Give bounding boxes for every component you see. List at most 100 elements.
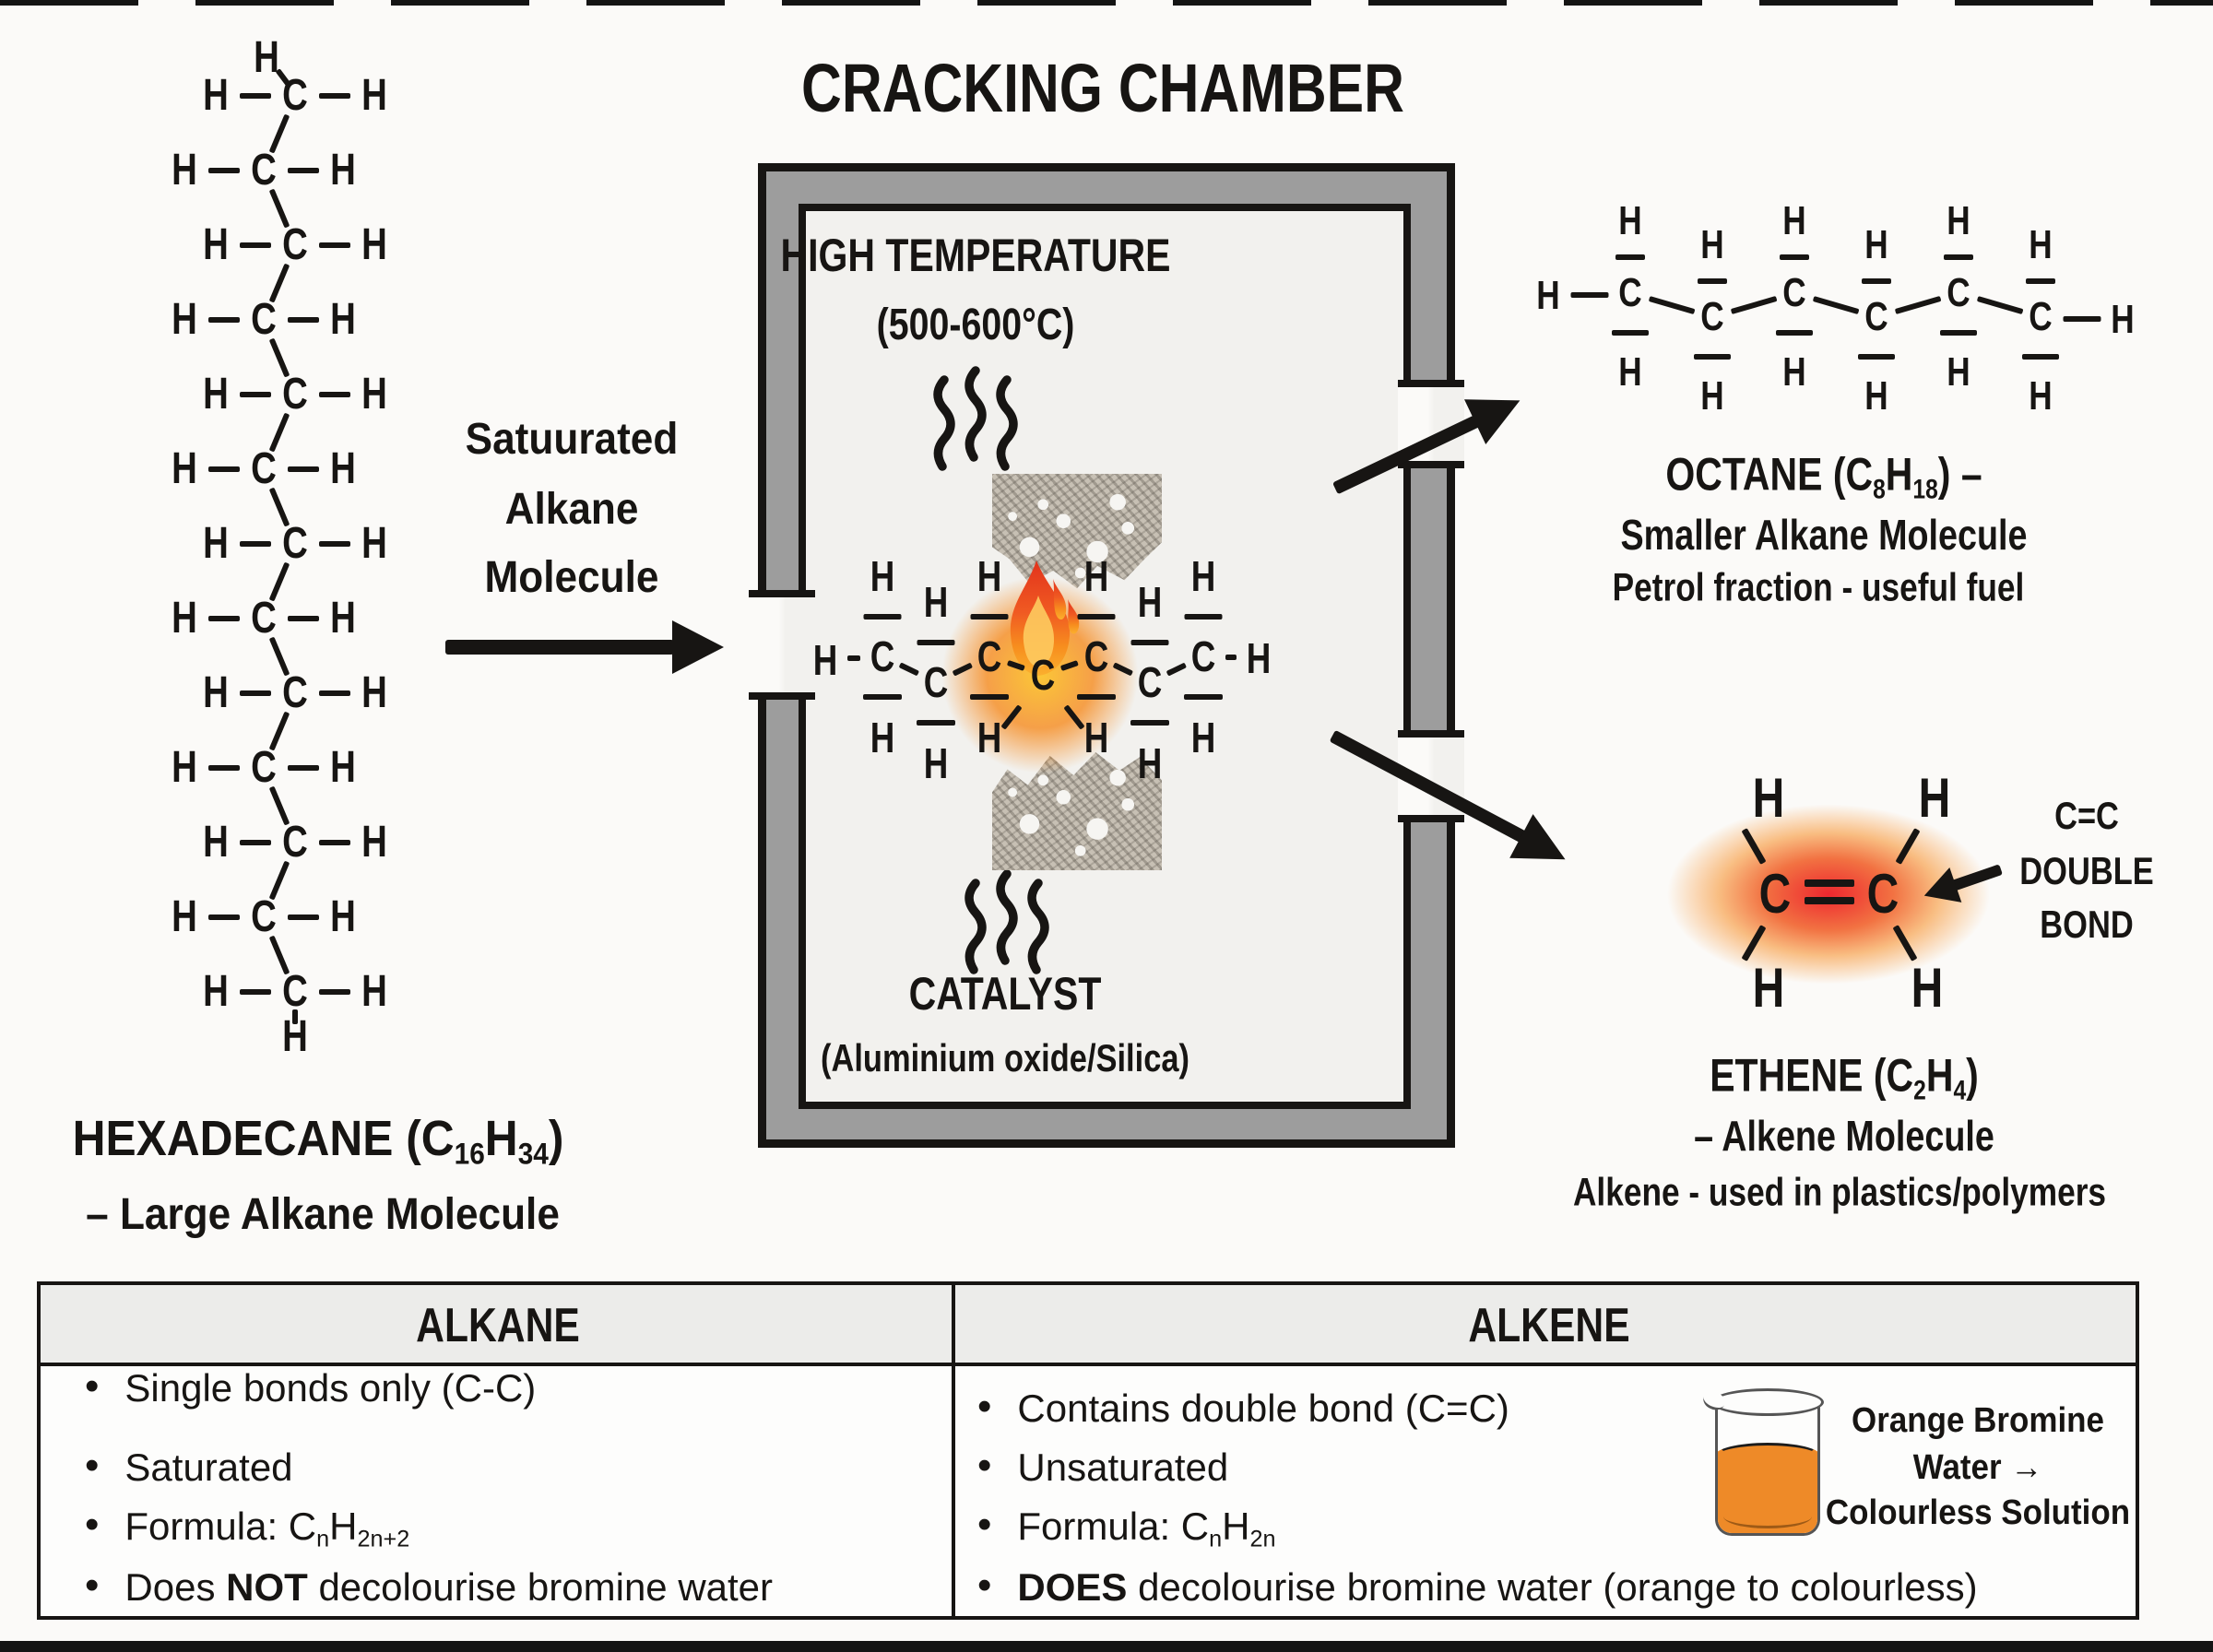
- atom-C: C: [1618, 270, 1642, 315]
- hexadecane-label: HEXADECANE (C16H34): [72, 1110, 564, 1171]
- catalyst-block-top: [992, 474, 1162, 589]
- bond: [1892, 925, 1918, 962]
- bond: [288, 466, 319, 472]
- atom-H: H: [812, 636, 838, 684]
- chamber-temp-range: (500-600°C): [876, 301, 1075, 349]
- alkane-bullet-4: •Does NOT decolourise bromine water: [85, 1563, 774, 1609]
- bond: [268, 412, 290, 452]
- atom-H: H: [1190, 714, 1216, 761]
- bond: [208, 317, 240, 323]
- atom-C: C: [251, 295, 277, 344]
- bond: [1570, 291, 1608, 298]
- bullet-icon: •: [85, 1443, 100, 1488]
- atom-H: H: [172, 295, 197, 344]
- bond: [1780, 254, 1809, 260]
- page-bottom-border: [0, 1641, 2213, 1652]
- atom-C: C: [2029, 294, 2053, 339]
- atom-H: H: [330, 295, 356, 344]
- bond: [240, 93, 271, 99]
- bond: [208, 168, 240, 173]
- comparison-table: ALKANE ALKENE •Single bonds only (C-C) •…: [37, 1281, 2139, 1620]
- bond: [288, 914, 319, 920]
- bond: [288, 168, 319, 173]
- atom-H: H: [203, 967, 229, 1016]
- chamber-catalyst-detail: (Aluminium oxide/Silica): [821, 1036, 1189, 1080]
- bond: [288, 616, 319, 621]
- bullet-icon: •: [977, 1384, 992, 1429]
- double-bond-callout-formula: C=C: [2054, 794, 2119, 837]
- atom-C: C: [1083, 632, 1109, 680]
- bond: [1694, 354, 1731, 360]
- bond: [319, 989, 350, 995]
- bond: [319, 690, 350, 696]
- atom-H: H: [1700, 373, 1724, 419]
- bond: [268, 188, 290, 228]
- atom-H: H: [1618, 349, 1642, 395]
- bond: [240, 989, 271, 995]
- atom-H: H: [1246, 634, 1272, 682]
- atom-H: H: [1618, 198, 1642, 243]
- page-title: CRACKING CHAMBER: [801, 50, 1404, 126]
- bond: [208, 466, 240, 472]
- atom-H: H: [172, 146, 197, 195]
- atom-H: H: [1918, 767, 1951, 829]
- alkene-header: ALKENE: [1468, 1299, 1630, 1352]
- atom-C: C: [1947, 270, 1970, 315]
- chamber-inlet-gap: [749, 590, 815, 700]
- bond: [1776, 330, 1813, 336]
- atom-H: H: [172, 444, 197, 493]
- bond: [240, 690, 271, 696]
- double-bond-callout-line3: BOND: [2040, 903, 2134, 946]
- atom-C: C: [1864, 294, 1888, 339]
- feed-label-line2: Alkane: [504, 485, 639, 534]
- alkane-bullet-3: •Formula: CnH2n+2: [85, 1502, 410, 1552]
- bond: [292, 1009, 298, 1024]
- bond: [268, 113, 290, 153]
- bullet-icon: •: [85, 1502, 100, 1547]
- double-bond-callout-line2: DOUBLE: [2019, 849, 2154, 892]
- alkene-bullet-2: •Unsaturated: [977, 1443, 1229, 1489]
- atom-H: H: [330, 892, 356, 941]
- bond: [268, 935, 290, 974]
- bond: [319, 840, 350, 845]
- atom-H: H: [330, 444, 356, 493]
- bond: [1730, 296, 1777, 314]
- atom-H: H: [203, 668, 229, 717]
- atom-C: C: [251, 892, 277, 941]
- bond: [2063, 315, 2101, 322]
- bond: [1895, 828, 1921, 865]
- bond: [319, 93, 350, 99]
- bond: [917, 639, 955, 645]
- bond: [863, 613, 902, 620]
- atom-H: H: [330, 146, 356, 195]
- bond: [268, 860, 290, 900]
- bond: [240, 541, 271, 547]
- bond: [1805, 879, 1854, 887]
- atom-C: C: [282, 370, 308, 419]
- atom-H: H: [2029, 222, 2053, 267]
- bond: [863, 694, 902, 700]
- atom-H: H: [923, 739, 949, 787]
- atom-H: H: [330, 743, 356, 792]
- comparison-table-divider: [952, 1285, 955, 1616]
- bond: [268, 263, 290, 302]
- chamber-temp-label: HIGH TEMPERATURE: [780, 230, 1171, 281]
- atom-H: H: [361, 519, 387, 568]
- atom-H: H: [254, 33, 279, 82]
- bond: [970, 613, 1009, 620]
- bond: [240, 242, 271, 248]
- atom-C: C: [1866, 863, 1899, 925]
- atom-H: H: [1864, 222, 1888, 267]
- bond: [1741, 828, 1767, 865]
- comparison-table-header: [41, 1285, 2136, 1366]
- alkene-bullet-3: •Formula: CnH2n: [977, 1502, 1276, 1552]
- atom-H: H: [1137, 739, 1163, 787]
- ethene-label: ETHENE (C2H4): [1710, 1049, 1979, 1106]
- bond: [1812, 296, 1859, 314]
- bond: [208, 616, 240, 621]
- bullet-icon: •: [977, 1563, 992, 1608]
- atom-H: H: [203, 71, 229, 120]
- bond: [1077, 613, 1116, 620]
- atom-C: C: [251, 743, 277, 792]
- atom-C: C: [251, 146, 277, 195]
